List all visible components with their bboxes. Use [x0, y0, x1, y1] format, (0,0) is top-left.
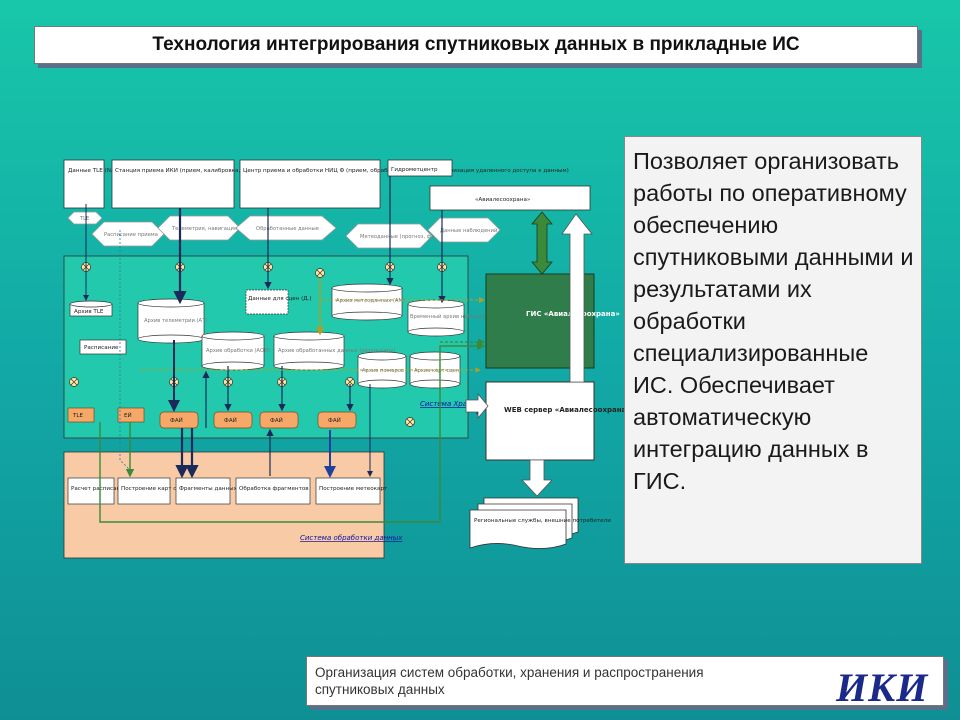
- proc-item-2: Построение карт сцены: [117, 477, 192, 505]
- box-web-label: WEB сервер «Авиалесоохрана»: [504, 406, 631, 414]
- processing-panel: [63, 451, 385, 559]
- cyl-meteo-archive-label: Архив метеоданных (АМ): [336, 298, 405, 304]
- proc-item-5: Построение метеокарт: [315, 477, 388, 505]
- box-hydromet: Гидрометцентр: [387, 159, 453, 177]
- cyl-time-archive-label: Временный архив наблюдений (АН): [410, 313, 508, 320]
- hex-telemetry-label: Телеметрия, навигация: [171, 226, 237, 232]
- file-fam-4-label: ФАЙ: [328, 417, 341, 424]
- hex-processed-label: Обработанные данные: [256, 226, 319, 232]
- file-fam-2-label: ФАЙ: [224, 417, 237, 424]
- flow-arrows: [83, 176, 486, 479]
- cyl-telemetry-archive-label: Архив телеметрии (АТ): [144, 318, 207, 324]
- flow-lines-colored: [99, 230, 486, 523]
- box-hydromet-label: Гидрометцентр: [391, 167, 438, 173]
- description-panel: Позволяет организовать работы по операти…: [624, 136, 922, 564]
- box-data-for-scenes: Данные для сцен (Д.): [245, 289, 312, 315]
- proc-item-4-label: Обработка фрагментов: [239, 486, 309, 492]
- cyl-meteo-archive: Архив метеоданных (АМ): [331, 283, 405, 321]
- proc-item-3-label: Фрагменты данных: [179, 486, 238, 492]
- hex-observations: Данные наблюдений: [427, 217, 501, 243]
- box-aviales-top: «Авиалесоохрана»: [429, 185, 591, 211]
- hex-tle-label: TLE: [79, 216, 89, 222]
- hex-tle: TLE: [67, 211, 103, 225]
- cyl-aux-archive-label: Архив карт сцен: [414, 368, 459, 374]
- cyl-processed-data-label: Архив обработанных данных (результаты): [278, 348, 395, 354]
- cyl-time-archive: Временный архив наблюдений (АН): [407, 299, 508, 337]
- cyl-processed-data: Архив обработанных данных (результаты): [273, 331, 395, 371]
- file-tle: TLE: [67, 407, 95, 423]
- box-aviales-top-label: «Авиалесоохрана»: [475, 197, 530, 203]
- proc-item-2-label: Построение карт сцены: [121, 486, 192, 492]
- processing-system-label: Система обработки данных: [300, 534, 403, 542]
- box-tle-data: Данные TLE (NASA): [63, 159, 124, 209]
- box-regional-label: Региональные службы, внешние потребители: [474, 518, 611, 524]
- file-fam-1: ФАЙ: [159, 411, 199, 429]
- box-web: WEB сервер «Авиалесоохрана»: [485, 381, 631, 461]
- box-data-for-scenes-label: Данные для сцен (Д.): [248, 296, 312, 302]
- box-schedule-label: Расписание: [84, 345, 119, 351]
- hex-meteo: Метеоданные (прогноз, факт): [345, 223, 443, 249]
- proc-item-4: Обработка фрагментов: [235, 477, 311, 505]
- cyl-telemetry-archive: Архив телеметрии (АТ): [137, 298, 207, 344]
- box-schedule: Расписание: [79, 339, 127, 355]
- description-text: Позволяет организовать работы по операти…: [633, 148, 914, 494]
- page-title: Технология интегрирования спутниковых да…: [152, 34, 800, 55]
- cyl-processed-archive-label: Архив обработки (АОИ): [206, 348, 270, 354]
- file-fam-4: ФАЙ: [317, 411, 357, 429]
- file-fam-2: ФАЙ: [213, 411, 253, 429]
- right-arrow-storage-web: [465, 392, 489, 420]
- sync-arrow: [531, 211, 553, 275]
- file-ekh: ЕЙ: [117, 407, 145, 423]
- cyl-archive-tle: Архив TLE: [69, 300, 113, 317]
- up-arrow-web: [561, 213, 593, 383]
- proc-item-3: Фрагменты данных: [175, 477, 238, 505]
- hex-telemetry: Телеметрия, навигация: [157, 215, 241, 241]
- proc-item-5-label: Построение метеокарт: [319, 486, 388, 492]
- cyl-fire-archive-label: Архив пожаров: [362, 368, 404, 374]
- cyl-processed-archive: Архив обработки (АОИ): [201, 331, 270, 371]
- file-fam-1-label: ФАЙ: [170, 417, 183, 424]
- title-banner: Технология интегрирования спутниковых да…: [34, 26, 918, 64]
- down-arrow-web: [521, 459, 553, 497]
- hex-processed: Обработанные данные: [235, 215, 337, 241]
- box-tle-data-label: Данные TLE (NASA): [68, 168, 124, 174]
- hex-observations-label: Данные наблюдений: [440, 227, 497, 234]
- hex-schedule-label: Расписание приема: [104, 232, 158, 238]
- file-fam-3: ФАЙ: [259, 411, 299, 429]
- file-tle-label: TLE: [72, 413, 84, 419]
- footer-text: Организация систем обработки, хранения и…: [315, 665, 704, 697]
- iki-logo: ИКИ: [836, 665, 929, 710]
- cyl-archive-tle-label: Архив TLE: [74, 309, 104, 315]
- footer-banner: Организация систем обработки, хранения и…: [306, 656, 944, 706]
- hex-meteo-label: Метеоданные (прогноз, факт): [360, 234, 443, 240]
- file-ekh-label: ЕЙ: [124, 412, 132, 419]
- box-gis: ГИС «Авиалесоохрана»: [485, 273, 620, 369]
- hex-schedule: Расписание приема: [91, 221, 165, 247]
- file-fam-3-label: ФАЙ: [270, 417, 283, 424]
- box-regional: Региональные службы, внешние потребители: [469, 497, 611, 549]
